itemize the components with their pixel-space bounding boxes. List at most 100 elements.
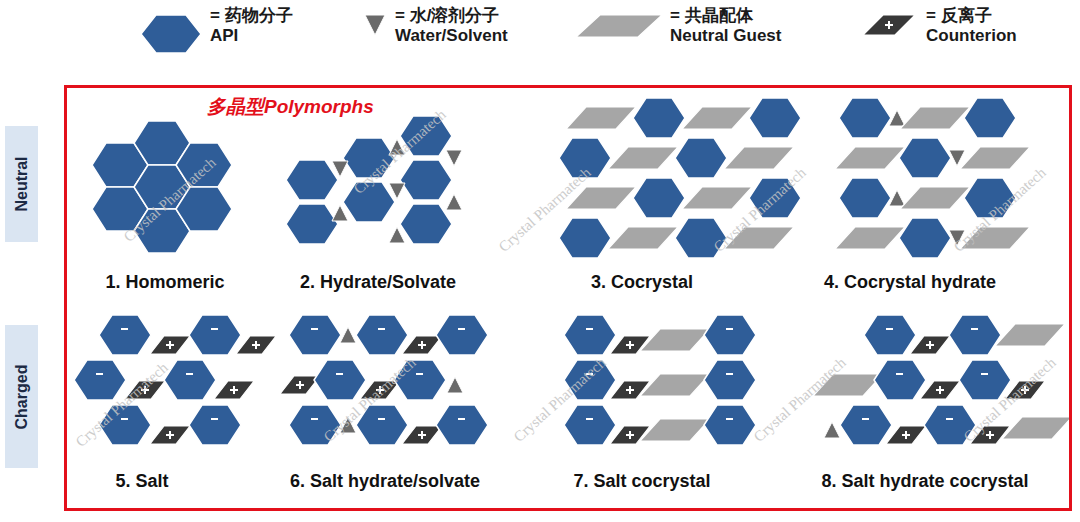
api-hexagon (839, 98, 891, 138)
api-hexagon (704, 315, 756, 355)
water-triangle (332, 205, 348, 221)
api-hexagon (749, 98, 801, 138)
water-triangle (389, 183, 405, 199)
minus-sign (311, 418, 318, 420)
minus-sign (586, 328, 593, 330)
minus-sign (726, 328, 733, 330)
api-hexagon (286, 160, 338, 200)
legend-shape (863, 15, 915, 35)
water-triangle (889, 190, 905, 206)
legend-text: = 药物分子 API (210, 6, 310, 46)
plus-sign (629, 431, 631, 439)
plus-sign (421, 341, 423, 349)
api-hexagon (314, 360, 366, 400)
minus-sign (981, 373, 988, 375)
water-triangle (446, 194, 462, 210)
charged-band: Charged (5, 325, 38, 468)
legend-shape (576, 15, 662, 37)
band-label: Charged (13, 364, 31, 429)
api-hexagon (564, 315, 616, 355)
api-hexagon (164, 360, 216, 400)
legend-swatch (862, 14, 916, 36)
minus-sign (862, 418, 869, 420)
minus-sign (121, 418, 128, 420)
api-hexagon (74, 360, 126, 400)
legend-text: = 水/溶剂分子 Water/Solvent (395, 6, 530, 46)
api-hexagon (840, 405, 892, 445)
water-triangle (389, 227, 405, 243)
api-hexagon (141, 15, 201, 53)
api-hexagon (964, 98, 1016, 138)
api-hexagon (356, 315, 408, 355)
api-hexagon (633, 178, 685, 218)
api-hexagon (400, 160, 452, 200)
plus-sign (929, 341, 931, 349)
structure-caption: 2. Hydrate/Solvate (300, 272, 456, 293)
guest-parallelogram (640, 419, 710, 441)
api-hexagon (704, 405, 756, 445)
counterion-parallelogram (402, 426, 442, 444)
minus-sign (946, 418, 953, 420)
structure-caption: 5. Salt (115, 471, 168, 492)
api-hexagon (436, 315, 488, 355)
plus-sign (169, 341, 171, 349)
minus-sign (458, 328, 465, 330)
water-triangle (889, 110, 905, 126)
api-hexagon (559, 218, 611, 258)
counterion-parallelogram (214, 381, 254, 399)
api-hexagon (704, 360, 756, 400)
neutral-band: Neutral (5, 126, 38, 242)
minus-sign (311, 328, 318, 330)
structure-caption: 3. Cocrystal (591, 272, 693, 293)
plus-sign (629, 341, 631, 349)
structure-caption: 8. Salt hydrate cocrystal (821, 471, 1028, 492)
legend-text: = 反离子 Counterion (926, 6, 1026, 46)
structure-caption: 7. Salt cocrystal (573, 471, 710, 492)
counterion-parallelogram (920, 381, 960, 399)
guest-parallelogram (900, 187, 970, 209)
minus-sign (211, 418, 218, 420)
minus-sign (726, 418, 733, 420)
polymorph-frame: 多晶型Polymorphs (64, 85, 1072, 511)
guest-parallelogram (640, 329, 710, 351)
guest-parallelogram (835, 147, 905, 169)
guest-parallelogram (566, 107, 636, 129)
api-hexagon (949, 315, 1001, 355)
minus-sign (971, 328, 978, 330)
api-hexagon (564, 405, 616, 445)
minus-sign (458, 418, 465, 420)
plus-sign (939, 386, 941, 394)
water-triangle (446, 150, 462, 166)
api-hexagon (864, 315, 916, 355)
plus-sign (169, 431, 171, 439)
minus-sign (96, 373, 103, 375)
minus-sign (726, 373, 733, 375)
legend-swatch (575, 14, 663, 38)
api-hexagon (400, 204, 452, 244)
minus-sign (336, 373, 343, 375)
guest-parallelogram (1002, 417, 1072, 439)
counterion-parallelogram (150, 336, 190, 354)
plus-sign (905, 431, 907, 439)
legend-swatch (362, 14, 388, 36)
water-triangle (340, 327, 356, 343)
counterion-parallelogram (886, 426, 926, 444)
plus-sign (888, 21, 890, 29)
counterion-parallelogram (150, 426, 190, 444)
water-triangle (949, 150, 965, 166)
api-hexagon (899, 218, 951, 258)
legend-text: = 共晶配体 Neutral Guest (670, 6, 800, 46)
minus-sign (416, 373, 423, 375)
minus-sign (121, 328, 128, 330)
plus-sign (629, 386, 631, 394)
api-hexagon (289, 315, 341, 355)
guest-parallelogram (608, 227, 678, 249)
api-hexagon (189, 405, 241, 445)
counterion-parallelogram (402, 336, 442, 354)
structure-caption: 6. Salt hydrate/solvate (290, 471, 480, 492)
plus-sign (255, 341, 257, 349)
legend-swatch (140, 14, 202, 54)
guest-parallelogram (640, 374, 710, 396)
api-hexagon (899, 138, 951, 178)
